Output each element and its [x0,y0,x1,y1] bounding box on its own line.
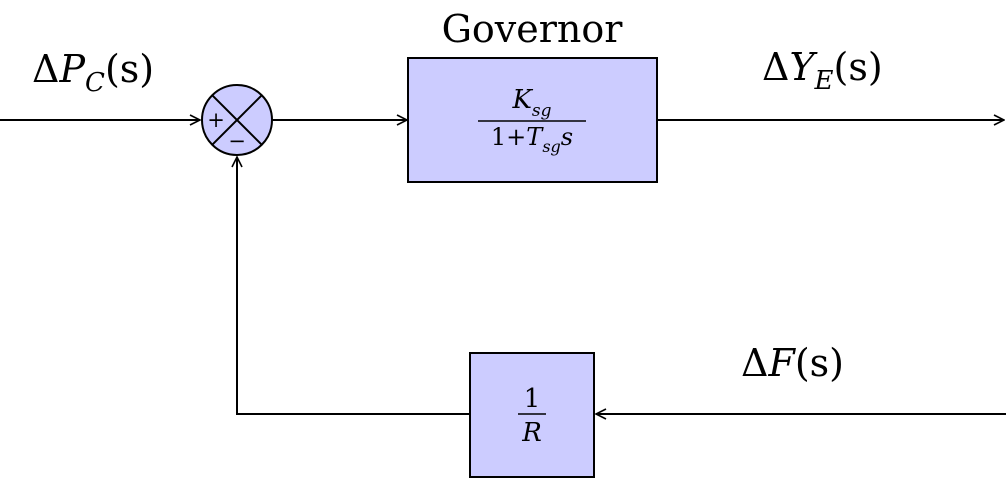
feedback-return-line [237,157,470,415]
output-label-var: Y [789,45,818,89]
governor-title: Governor [442,7,624,51]
feedback-input-label-delta: Δ [741,341,768,385]
feedback-input-label-var: F [767,341,796,385]
feedback-denominator: R [521,418,542,448]
summing-junction-cross-2 [211,94,263,146]
governor-denominator-prefix: 1+ [491,123,526,151]
feedback-input-label-arg: (s) [795,341,844,385]
governor-denominator-suffix: s [561,123,573,151]
feedback-numerator: 1 [524,384,541,414]
feedback-block: 1 R [469,352,595,478]
governor-denominator-sub: sg [542,137,560,156]
input-label-arg: (s) [105,47,154,91]
governor-block: Ksg 1+Tsgs [407,57,658,183]
input-label: ΔPC(s) [32,47,154,98]
governor-block-rect [407,57,658,183]
output-label-arg: (s) [834,45,883,89]
feedback-input-label: ΔF(s) [741,341,844,385]
output-label-delta: Δ [762,45,789,89]
governor-numerator-var: K [511,85,533,115]
governor-denominator-var: T [526,123,544,151]
summing-plus-sign: + [207,108,225,132]
output-label-sub: E [814,66,834,96]
input-label-sub: C [85,68,105,98]
input-label-var: P [58,47,86,91]
output-label: ΔYE(s) [762,45,883,96]
summing-junction: + − [201,84,273,156]
governor-numerator-sub: sg [532,101,552,121]
governor-numerator: Ksg [511,85,551,121]
feedback-block-rect [469,352,595,478]
input-label-delta: Δ [32,47,59,91]
summing-minus-sign: − [228,129,246,153]
governor-denominator: 1+Tsgs [491,123,573,156]
